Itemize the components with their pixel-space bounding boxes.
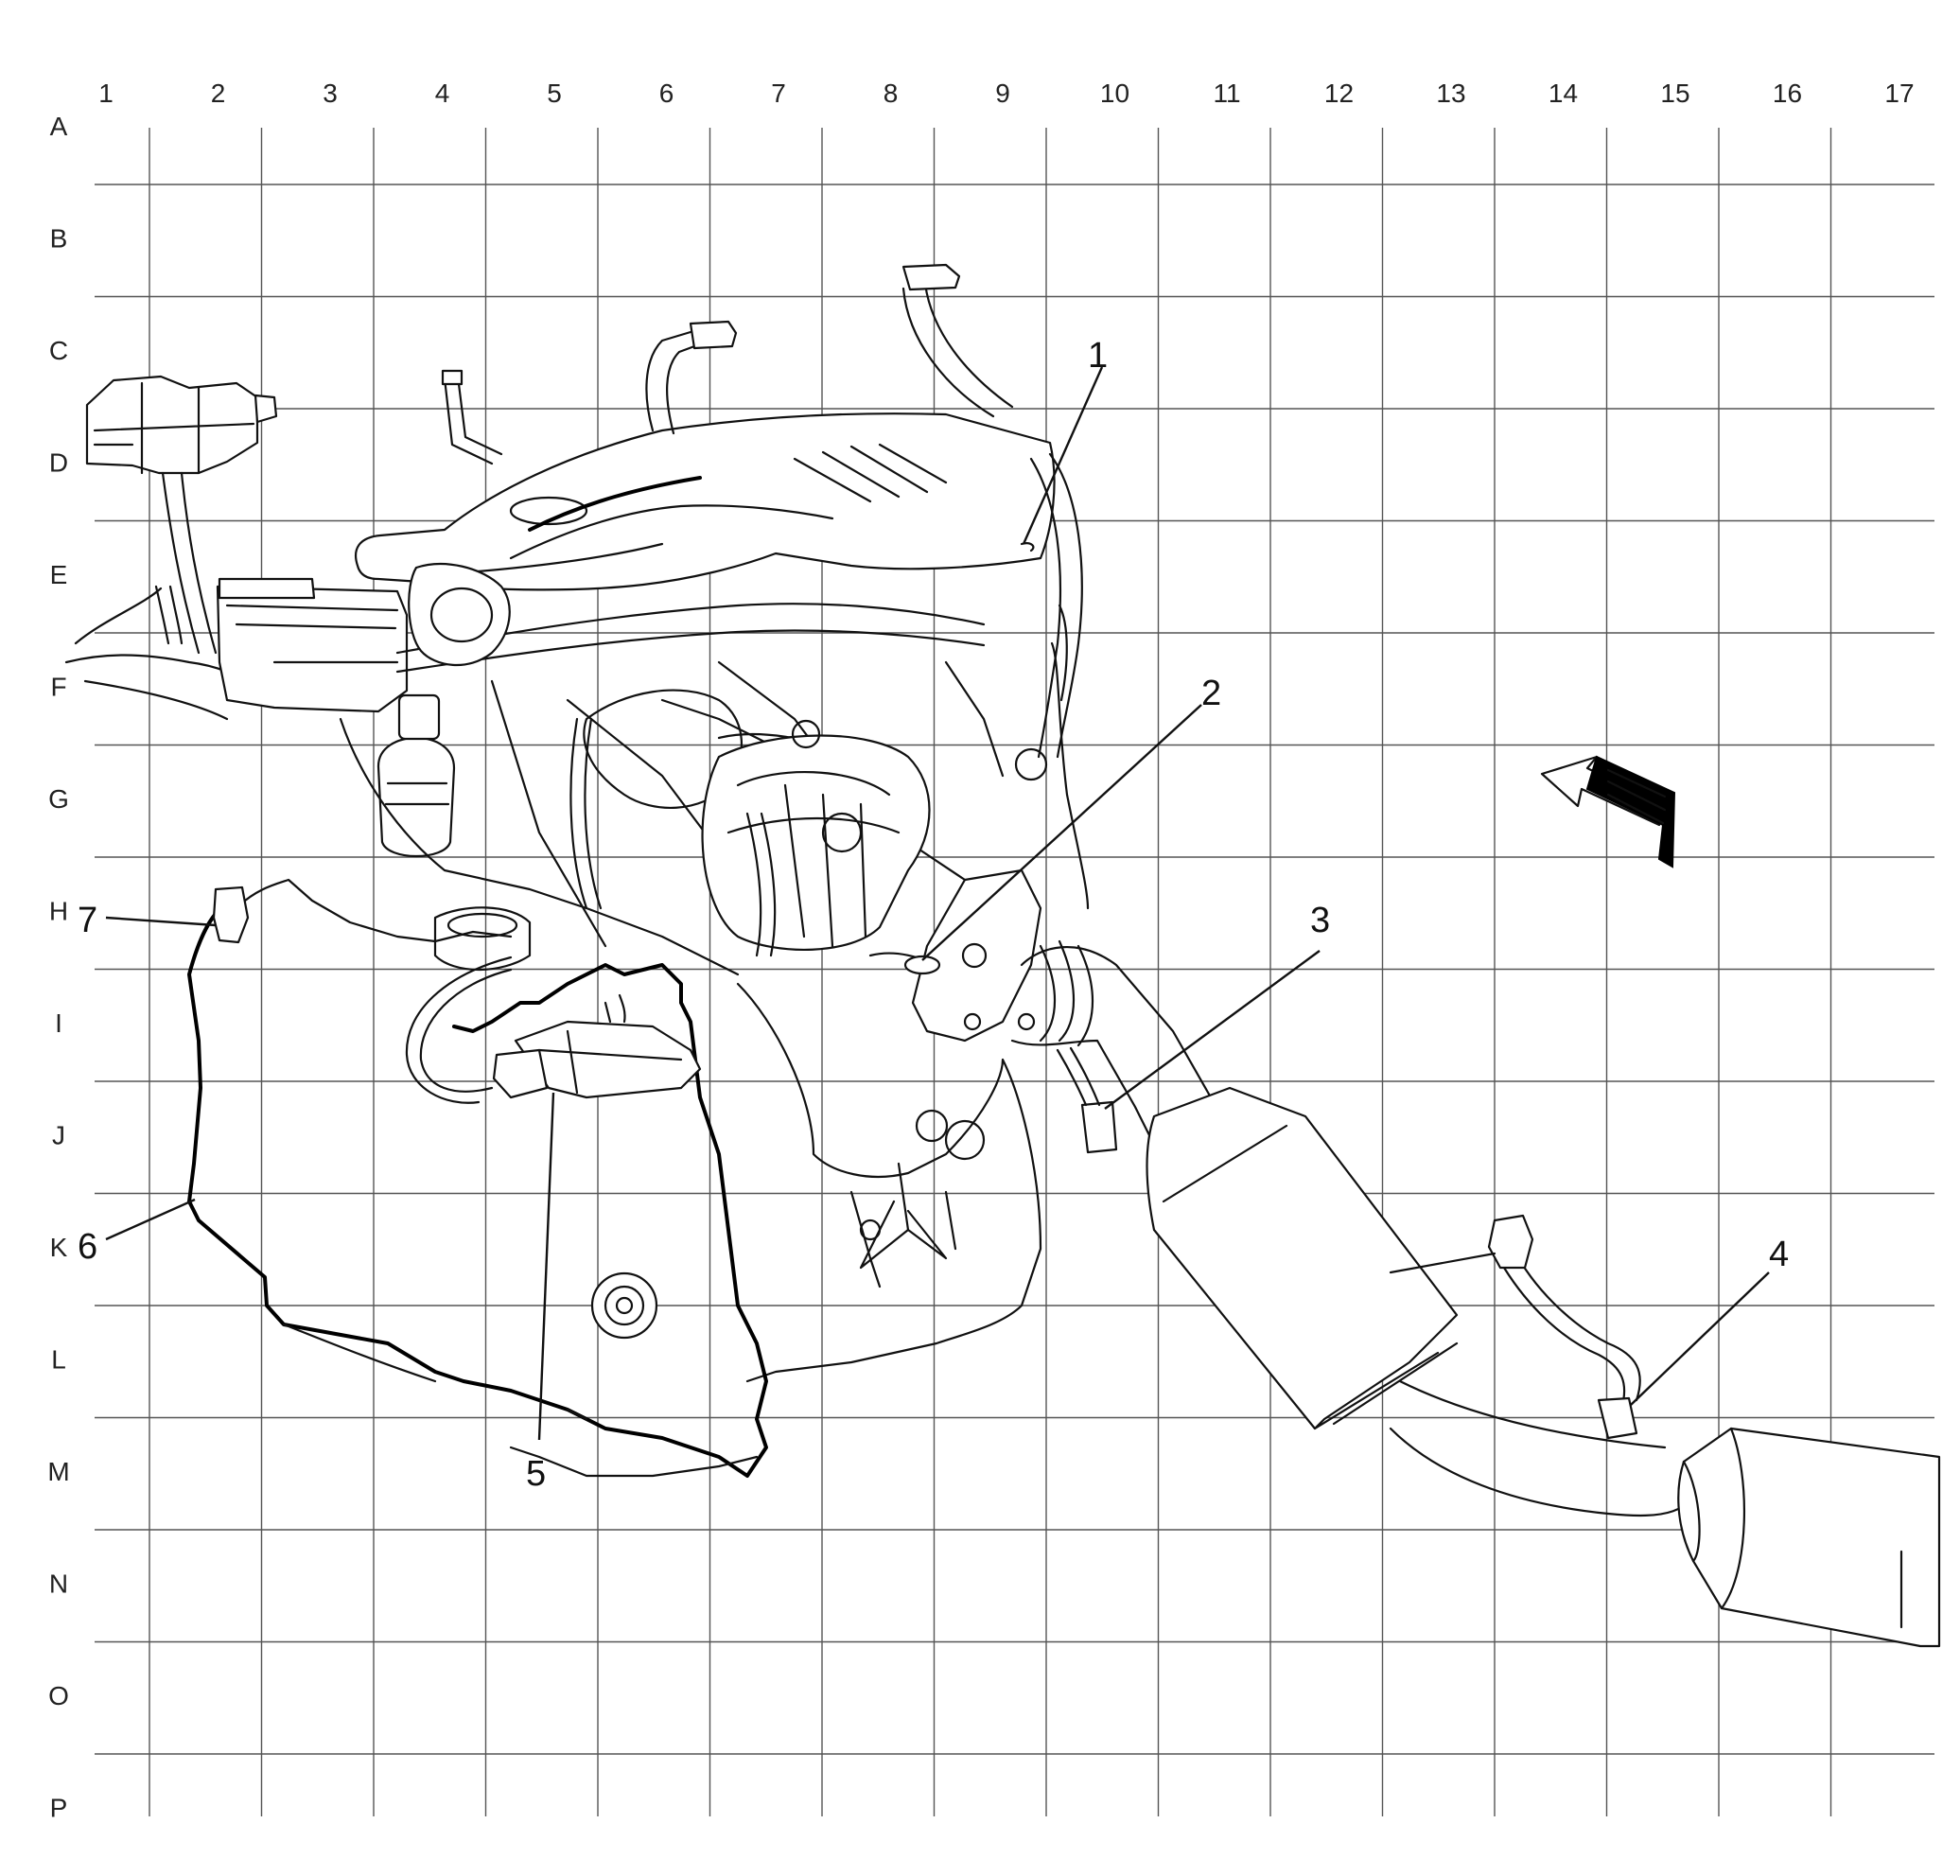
transmission-control-module bbox=[514, 1020, 702, 1099]
reference-grid bbox=[95, 128, 1934, 1816]
row-label-P: P bbox=[50, 1794, 68, 1823]
ecm-connector bbox=[218, 577, 316, 600]
row-label-H: H bbox=[49, 897, 68, 926]
callout-leaders bbox=[105, 366, 1770, 1441]
forward-direction-arrow-icon bbox=[1540, 755, 1676, 868]
column-label-13: 13 bbox=[1436, 79, 1465, 108]
row-label-G: G bbox=[48, 784, 69, 814]
callout-4: 4 bbox=[1769, 1235, 1789, 1274]
upstream-o2-sensor bbox=[1080, 1100, 1118, 1154]
row-labels: A B C D E F G H I J K L M N O P bbox=[47, 112, 69, 1823]
row-label-F: F bbox=[50, 673, 66, 702]
column-label-2: 2 bbox=[211, 79, 226, 108]
row-label-B: B bbox=[50, 224, 68, 254]
callout-1: 1 bbox=[1088, 336, 1108, 376]
column-label-8: 8 bbox=[884, 79, 899, 108]
row-label-M: M bbox=[47, 1457, 69, 1486]
callout-7: 7 bbox=[78, 901, 97, 940]
column-label-14: 14 bbox=[1549, 79, 1578, 108]
exhaust-manifold bbox=[701, 734, 931, 952]
transmission-housing bbox=[736, 982, 1042, 1383]
engine-mount bbox=[433, 906, 532, 971]
tcm-harness-loop bbox=[405, 956, 513, 1104]
coolant-pipe bbox=[569, 717, 603, 910]
flex-joint bbox=[1039, 939, 1094, 1047]
callout-3: 3 bbox=[1310, 901, 1330, 940]
downstream-o2-sensor bbox=[1597, 1396, 1638, 1440]
leader-4 bbox=[1630, 1271, 1770, 1406]
upper-hose-left bbox=[645, 327, 707, 435]
cover-cap bbox=[509, 496, 588, 526]
leader-1 bbox=[1022, 366, 1104, 545]
leader-2 bbox=[921, 704, 1202, 961]
tcm-connector bbox=[492, 1048, 549, 1099]
cover-rib bbox=[452, 542, 664, 575]
row-label-D: D bbox=[49, 448, 68, 478]
row-label-A: A bbox=[50, 112, 68, 141]
cover-ribs bbox=[793, 443, 948, 503]
oil-filter bbox=[376, 736, 456, 857]
row-label-K: K bbox=[50, 1233, 68, 1262]
hose-clamp bbox=[689, 320, 738, 350]
column-label-12: 12 bbox=[1324, 79, 1354, 108]
trans-range-sensor bbox=[212, 885, 250, 944]
column-label-7: 7 bbox=[771, 79, 786, 108]
breather-tube bbox=[443, 375, 503, 465]
engine-control-module bbox=[216, 585, 409, 713]
column-label-15: 15 bbox=[1660, 79, 1689, 108]
column-label-11: 11 bbox=[1213, 79, 1240, 108]
row-label-J: J bbox=[52, 1121, 65, 1150]
callout-2: 2 bbox=[1201, 674, 1221, 713]
leader-5 bbox=[537, 1092, 555, 1441]
catalytic-converter bbox=[1146, 1086, 1459, 1430]
throttle-body bbox=[408, 562, 511, 666]
o2-sensor-harness bbox=[1502, 1247, 1641, 1411]
column-label-6: 6 bbox=[659, 79, 674, 108]
column-label-16: 16 bbox=[1773, 79, 1802, 108]
row-label-I: I bbox=[55, 1008, 62, 1038]
row-label-E: E bbox=[50, 560, 68, 589]
column-label-3: 3 bbox=[323, 79, 338, 108]
callout-6: 6 bbox=[78, 1227, 97, 1267]
row-label-O: O bbox=[48, 1681, 69, 1710]
column-label-9: 9 bbox=[995, 79, 1010, 108]
callout-5: 5 bbox=[526, 1454, 546, 1494]
leader-6 bbox=[105, 1198, 196, 1241]
column-label-17: 17 bbox=[1884, 79, 1914, 108]
muffler bbox=[1677, 1427, 1941, 1648]
transmission-pan-outline bbox=[187, 904, 768, 1478]
engine-block bbox=[339, 660, 1005, 976]
exhaust-front-pipe bbox=[1010, 945, 1213, 1166]
bracket-bolt bbox=[1014, 747, 1048, 781]
o2-harness-connector bbox=[1487, 1214, 1534, 1270]
leader-7 bbox=[105, 916, 217, 927]
row-label-L: L bbox=[51, 1345, 66, 1375]
column-label-1: 1 bbox=[98, 79, 114, 108]
side-hose bbox=[1029, 452, 1083, 759]
column-label-4: 4 bbox=[435, 79, 450, 108]
engine-cover bbox=[355, 412, 1056, 591]
column-label-5: 5 bbox=[547, 79, 562, 108]
row-label-N: N bbox=[49, 1569, 68, 1599]
relay-box-upper bbox=[85, 375, 259, 475]
engine-assembly bbox=[64, 263, 1941, 1648]
housing-ribs bbox=[859, 1200, 948, 1270]
filter-sensor-connector bbox=[397, 693, 441, 741]
knock-sensor bbox=[903, 955, 941, 975]
callout-numbers: 1 2 3 4 5 6 7 bbox=[78, 336, 1789, 1494]
row-label-C: C bbox=[49, 336, 68, 365]
harness-lead-upper bbox=[161, 471, 218, 655]
column-label-10: 10 bbox=[1100, 79, 1129, 108]
shaft-seal bbox=[590, 1271, 658, 1340]
upper-hose-right bbox=[901, 282, 1014, 418]
leader-3 bbox=[1104, 950, 1321, 1110]
intermediate-pipe bbox=[1389, 1379, 1705, 1517]
